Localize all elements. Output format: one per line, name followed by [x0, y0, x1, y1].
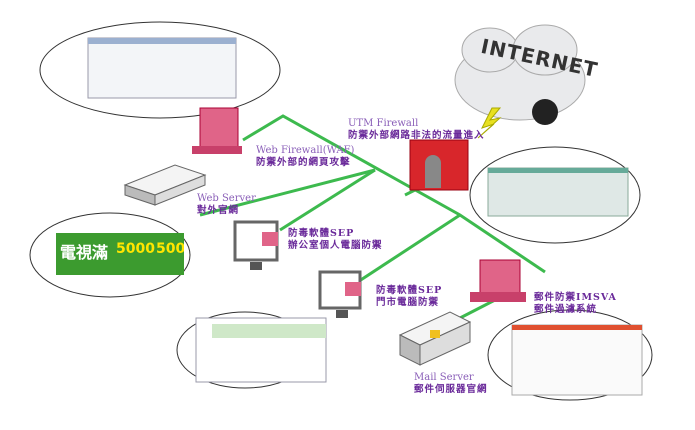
link-sep-store [349, 213, 461, 289]
link-mail [459, 298, 496, 320]
web-server-icon [123, 164, 207, 206]
sep-store-title: 防毒軟體SEP [376, 285, 443, 296]
banner-gift: 500 [156, 241, 184, 257]
sep-store-desc: 門市電腦防禦 [376, 297, 440, 308]
waf-title: Web Firewall(WAF) [256, 145, 355, 156]
imsva-ellipse [487, 309, 653, 401]
utm-desc: 防禦外部網路非法的流量進入 [348, 130, 485, 141]
website-banner: 電視滿 5000 500 [56, 233, 184, 275]
sep-office-desc: 辦公室個人電腦防禦 [288, 240, 383, 251]
web-server-title: Web Server [197, 193, 256, 204]
waf-label: Web Firewall(WAF)防禦外部的網頁攻擊 [256, 145, 354, 169]
internet-cloud [454, 24, 586, 121]
utm-log-screenshot [487, 167, 629, 217]
link-sep-office [279, 168, 376, 232]
lightning-icon [477, 107, 502, 139]
waf-log-screenshot [87, 37, 237, 99]
link-webserver [199, 168, 376, 217]
utm-title: UTM Firewall [348, 118, 419, 129]
imsva-desc: 郵件過濾系統 [534, 304, 598, 315]
banner-amount: 5000 [116, 241, 155, 257]
sep-store-monitor-icon [318, 270, 362, 318]
imsva-screenshot [511, 324, 643, 396]
hacker-icon [532, 99, 558, 125]
link-backbone [242, 114, 546, 274]
mail-server-icon [398, 311, 472, 366]
waf-log-ellipse [39, 21, 281, 119]
imsva-title: 郵件防禦IMSVA [534, 292, 617, 303]
network-links [199, 114, 546, 320]
web-server-desc: 對外官網 [197, 205, 240, 216]
sep-office-title: 防毒軟體SEP [288, 228, 355, 239]
utm-firewall-icon [409, 139, 469, 191]
waf-firewall-icon [192, 107, 242, 154]
mail-server-desc: 郵件伺服器官網 [414, 384, 488, 395]
utm-log-ellipse [469, 146, 641, 244]
banner-text: 電視滿 [60, 243, 109, 262]
website-ellipse [29, 212, 191, 298]
sep-office-monitor-icon [233, 220, 279, 270]
waf-desc: 防禦外部的網頁攻擊 [256, 157, 351, 168]
mail-server-title: Mail Server [414, 372, 474, 383]
imsva-firewall-icon [470, 259, 526, 302]
